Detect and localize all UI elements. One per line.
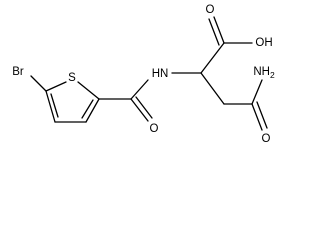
bond-amide-c-o-double	[135, 96, 153, 119]
bond-alpha-c-ch2	[200, 72, 225, 105]
bond-amide-c-o	[130, 98, 149, 122]
atom-label-amide-nh: HN	[152, 68, 169, 80]
bond-s-c2	[77, 81, 100, 100]
bond-amide-c-n	[130, 79, 149, 100]
atom-label-amide-carbonyl-o: O	[150, 123, 159, 135]
atom-labels: Br S HN O O OH NH2 O	[12, 4, 275, 145]
atom-label-acid-oh: OH	[255, 37, 272, 49]
atom-label-amide-nh2: NH2	[253, 66, 275, 80]
bond-acid-c-o	[213, 16, 225, 44]
atom-label-bromine: Br	[12, 66, 24, 78]
bond-side-c-o-double	[256, 101, 268, 129]
bond-br-c5	[30, 75, 47, 92]
bonds	[30, 16, 268, 131]
atom-label-amide-nh2-main: NH	[253, 66, 270, 78]
bond-c2-c3	[85, 98, 100, 123]
bond-side-c-nh2	[251, 79, 263, 105]
atom-label-acid-carbonyl-o: O	[206, 4, 215, 16]
bond-c4-c5-double	[50, 93, 59, 118]
atom-label-amide-nh2-subscript: 2	[270, 70, 275, 80]
bond-alpha-c-acid-c	[200, 42, 225, 74]
chemical-structure-diagram: Br S HN O O OH NH2 O	[12, 4, 275, 145]
atom-label-sulfur: S	[68, 72, 76, 84]
bond-c5-s	[45, 81, 67, 92]
bond-acid-c-o-double	[208, 18, 220, 46]
bond-c2-c3-double	[81, 99, 94, 119]
bond-c4-c5	[45, 90, 56, 123]
atom-label-side-chain-carbonyl-o: O	[262, 133, 271, 145]
bond-side-c-o	[251, 103, 263, 131]
